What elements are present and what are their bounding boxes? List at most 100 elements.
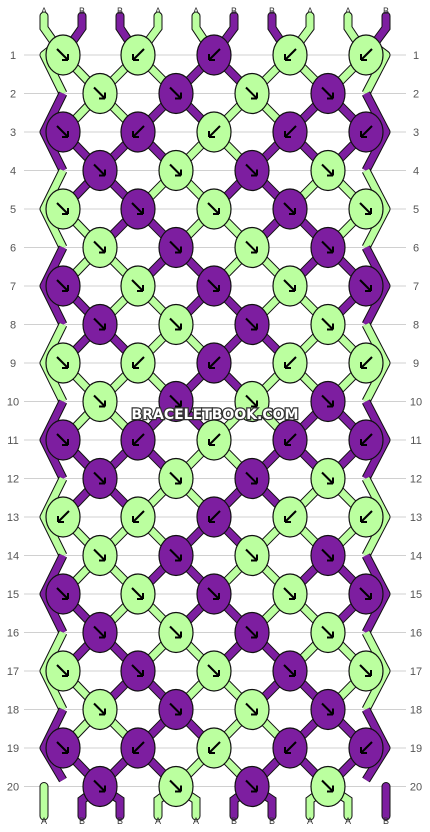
arrow-head-icon	[360, 362, 367, 369]
edge-loop-right	[362, 245, 391, 327]
arrow-se-icon	[93, 548, 106, 562]
top-strand-label: A	[307, 6, 313, 16]
bottom-strand-label: A	[193, 816, 199, 826]
knot	[158, 226, 194, 269]
knot	[272, 188, 308, 230]
arrow-sw-icon	[208, 433, 221, 446]
row-number-left: 16	[7, 628, 19, 640]
knot	[82, 72, 118, 115]
knot	[310, 303, 346, 346]
arrow-head-icon	[175, 246, 182, 254]
arrow-se-icon	[56, 125, 69, 138]
arrow-head-icon	[62, 593, 69, 600]
arrow-head-icon	[99, 92, 106, 100]
knot	[158, 149, 194, 192]
arrow-se-icon	[283, 279, 296, 292]
arrow-se-icon	[245, 86, 258, 100]
arrow-head-icon	[327, 92, 334, 100]
row-number-right: 14	[410, 551, 422, 563]
arrow-head-icon	[251, 785, 258, 793]
arrow-se-icon	[245, 625, 258, 639]
knot	[310, 611, 346, 654]
knot	[310, 765, 346, 808]
knot	[196, 342, 232, 384]
knot	[82, 457, 118, 500]
arrow-se-icon	[321, 163, 334, 177]
arrow-head-icon	[99, 323, 106, 331]
edge-loop-left	[39, 630, 68, 712]
knot	[234, 765, 270, 808]
arrow-head-icon	[284, 516, 291, 523]
top-strand-label: A	[41, 6, 47, 16]
arrow-head-icon	[213, 208, 220, 215]
arrow-sw-icon	[132, 510, 145, 523]
arrow-head-icon	[365, 593, 372, 600]
knot	[310, 380, 346, 423]
arrow-head-icon	[327, 631, 334, 639]
knot	[234, 303, 270, 346]
arrow-se-icon	[245, 163, 258, 177]
arrow-head-icon	[360, 439, 367, 446]
edge-loop-left	[39, 707, 68, 783]
knot	[234, 380, 270, 423]
bottom-strand-label: B	[79, 816, 85, 826]
knot	[82, 149, 118, 192]
arrow-head-icon	[284, 747, 291, 754]
arrow-se-icon	[56, 433, 69, 446]
arrow-sw-icon	[208, 125, 221, 138]
knot	[120, 34, 156, 76]
knot	[348, 419, 384, 461]
arrow-sw-icon	[132, 741, 145, 754]
arrow-se-icon	[245, 548, 258, 562]
arrow-head-icon	[251, 477, 258, 485]
arrow-head-icon	[137, 593, 144, 600]
row-number-left: 15	[7, 589, 19, 601]
arrow-se-icon	[245, 702, 258, 716]
knot	[272, 111, 308, 153]
arrow-se-icon	[245, 471, 258, 485]
arrow-head-icon	[175, 785, 182, 793]
arrow-head-icon	[327, 323, 334, 331]
row-number-left: 11	[7, 435, 18, 447]
row-number-left: 13	[7, 512, 19, 524]
arrow-head-icon	[132, 131, 139, 138]
row-number-left: 7	[10, 281, 16, 293]
edge-loop-right	[362, 476, 391, 558]
arrow-sw-icon	[284, 125, 297, 138]
knot	[310, 72, 346, 115]
knot	[234, 72, 270, 115]
row-number-left: 4	[10, 166, 16, 178]
row-number-right: 3	[413, 127, 419, 139]
top-strand-label: B	[383, 6, 389, 16]
arrow-head-icon	[62, 670, 69, 677]
row-number-right: 19	[410, 743, 422, 755]
arrow-se-icon	[93, 625, 106, 639]
arrow-head-icon	[289, 670, 296, 677]
row-number-right: 9	[413, 358, 419, 370]
knot	[272, 265, 308, 307]
arrow-se-icon	[321, 779, 334, 793]
arrow-head-icon	[62, 131, 69, 138]
knot	[45, 342, 81, 384]
row-number-right: 5	[413, 204, 419, 216]
knot	[158, 688, 194, 731]
arrow-se-icon	[131, 202, 144, 215]
knot	[120, 111, 156, 153]
row-number-left: 2	[10, 89, 16, 101]
knot	[234, 457, 270, 500]
row-number-right: 10	[410, 397, 422, 409]
arrow-sw-icon	[132, 48, 145, 61]
knot	[272, 650, 308, 692]
row-number-right: 7	[413, 281, 419, 293]
arrow-head-icon	[62, 439, 69, 446]
bottom-strand-label: B	[269, 816, 275, 826]
knot	[82, 534, 118, 577]
arrow-se-icon	[321, 702, 334, 716]
knot	[348, 496, 384, 538]
arrow-se-icon	[56, 587, 69, 600]
knot	[158, 303, 194, 346]
knot	[45, 34, 81, 76]
knot	[272, 34, 308, 76]
edge-loop-right	[362, 91, 391, 173]
